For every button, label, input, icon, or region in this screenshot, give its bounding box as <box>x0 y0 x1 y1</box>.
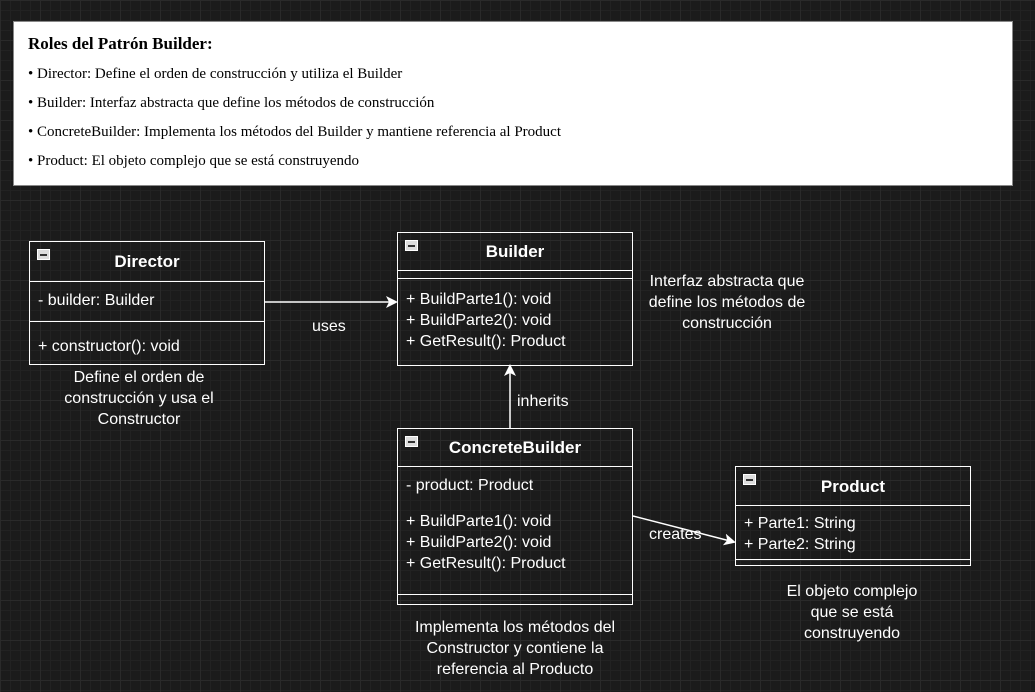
creates-edge <box>632 515 736 546</box>
legend-title: Roles del Patrón Builder: <box>28 34 213 53</box>
method: + GetResult(): Product <box>406 555 566 572</box>
concretebuilder-class-header[interactable]: ConcreteBuilder <box>398 429 632 467</box>
director-methods: + constructor(): void <box>30 322 264 357</box>
legend-item-concretebuilder: • ConcreteBuilder: Implementa los método… <box>28 124 561 140</box>
director-class[interactable]: Director - builder: Builder + constructo… <box>29 241 265 365</box>
legend-panel: Roles del Patrón Builder: • Director: De… <box>13 21 1013 186</box>
attribute: + Parte2: String <box>744 536 856 553</box>
note-line: define los métodos de <box>648 294 806 311</box>
builder-note: Interfaz abstracta que define los método… <box>632 271 822 334</box>
concretebuilder-note: Implementa los métodos del Constructor y… <box>395 617 635 680</box>
note-line: construcción <box>682 315 772 332</box>
note-line: Implementa los métodos del <box>414 619 616 636</box>
builder-class[interactable]: Builder + BuildParte1(): void + BuildPar… <box>397 232 633 366</box>
legend-item-builder: • Builder: Interfaz abstracta que define… <box>28 95 435 111</box>
attribute: - product: Product <box>406 477 534 494</box>
product-note: El objeto complejo que se está construye… <box>762 581 942 644</box>
attribute: + Parte1: String <box>744 515 856 532</box>
collapse-icon[interactable] <box>37 249 50 260</box>
director-class-header[interactable]: Director <box>30 242 264 282</box>
product-attributes: + Parte1: String + Parte2: String <box>736 506 970 560</box>
uses-label: uses <box>312 318 346 335</box>
concretebuilder-class-name: ConcreteBuilder <box>448 438 582 457</box>
product-methods <box>736 560 970 565</box>
builder-attributes <box>398 271 632 279</box>
legend-item-product: • Product: El objeto complejo que se est… <box>28 153 360 169</box>
note-line: construcción y usa el <box>64 390 214 407</box>
method: + constructor(): void <box>38 338 180 355</box>
note-line: referencia al Producto <box>436 661 594 678</box>
method: + BuildParte2(): void <box>406 534 552 551</box>
product-class[interactable]: Product + Parte1: String + Parte2: Strin… <box>735 466 971 566</box>
creates-label: creates <box>649 526 702 543</box>
director-note: Define el orden de construcción y usa el… <box>29 367 249 430</box>
product-class-header[interactable]: Product <box>736 467 970 506</box>
collapse-icon[interactable] <box>743 474 756 485</box>
collapse-icon[interactable] <box>405 436 418 447</box>
method: + BuildParte1(): void <box>406 291 552 308</box>
concretebuilder-methods: + BuildParte1(): void + BuildParte2(): v… <box>398 503 632 595</box>
concretebuilder-class[interactable]: ConcreteBuilder - product: Product + Bui… <box>397 428 633 605</box>
builder-class-name: Builder <box>485 242 545 261</box>
note-line: El objeto complejo <box>786 583 918 600</box>
builder-class-header[interactable]: Builder <box>398 233 632 271</box>
director-class-name: Director <box>114 252 180 271</box>
note-line: Interfaz abstracta que <box>649 273 805 290</box>
product-class-name: Product <box>820 477 886 496</box>
collapse-icon[interactable] <box>405 240 418 251</box>
note-line: Define el orden de <box>73 369 205 386</box>
inherits-label: inherits <box>517 393 569 410</box>
note-line: Constructor <box>97 411 181 428</box>
legend-item-director: • Director: Define el orden de construcc… <box>28 66 403 82</box>
note-line: construyendo <box>803 625 901 642</box>
method: + GetResult(): Product <box>406 333 566 350</box>
method: + BuildParte2(): void <box>406 312 552 329</box>
note-line: que se está <box>810 604 894 621</box>
attribute: - builder: Builder <box>38 292 155 309</box>
method: + BuildParte1(): void <box>406 513 552 530</box>
concretebuilder-attributes: - product: Product <box>398 467 632 503</box>
note-line: Constructor y contiene la <box>426 640 604 657</box>
builder-methods: + BuildParte1(): void + BuildParte2(): v… <box>398 279 632 352</box>
director-attributes: - builder: Builder <box>30 282 264 322</box>
